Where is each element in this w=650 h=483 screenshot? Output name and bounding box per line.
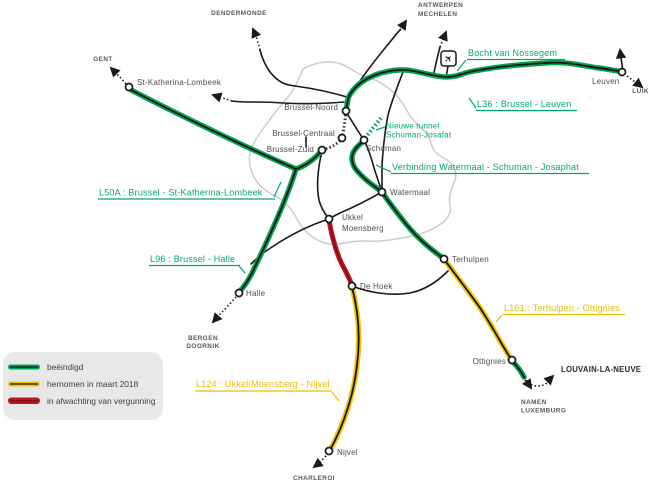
rail-to-dendermonde-dotted-arrow (251, 27, 262, 51)
station-leuven-label: Leuven (592, 77, 619, 86)
rail-to-dendermonde (259, 49, 348, 98)
destination-mechelen-label: MECHELEN (418, 11, 457, 18)
rail-to-mechelen-dotted-arrow (438, 30, 448, 48)
legend: beëindigd hernomen in maart 2018 in afwa… (3, 352, 163, 420)
station-watermaal-label: Watermaal (390, 188, 430, 197)
destination-bergen-label: BERGEN (188, 335, 218, 342)
line-label-l96: L96 : Brussel - Halle (150, 254, 235, 264)
destination-antwerpen-label: ANTWERPEN (418, 2, 463, 9)
legend-label-pending: in afwachting van vergunning (47, 396, 156, 406)
destination-luik-label: LUIK (632, 88, 649, 95)
station-schuman-marker (359, 135, 369, 145)
station-de-hoek-marker (347, 281, 357, 291)
line-label-l36: L36 : Brussel - Leuven (477, 99, 571, 109)
line-labels: Bocht van Nossegem L36 : Brussel - Leuve… (98, 48, 625, 402)
arrow-louvain-la-neuve (524, 374, 555, 387)
green-routes-finished (128, 59, 625, 380)
station-halle-marker (234, 288, 244, 298)
rail-dehoek-east (351, 270, 449, 295)
station-brussel-centraal-marker (337, 133, 347, 143)
rail-west-branch-dotted-arrow (211, 92, 233, 103)
station-brussel-centraal-label: Brussel-Centraal (272, 129, 335, 138)
station-ottignies-label: Ottignies (473, 357, 506, 366)
station-brussel-zuid-marker (317, 145, 327, 155)
station-schuman-label: Schuman (366, 144, 401, 153)
destination-labels: GENT DENDERMONDE ANTWERPEN MECHELEN LUIK… (93, 2, 649, 482)
rail-josaphat-watermaal (381, 71, 404, 192)
station-nijvel-marker (324, 446, 334, 456)
airport-icon: ✈ (440, 50, 457, 67)
rail-west-branch (231, 100, 345, 105)
rail-ukkel-west (250, 218, 330, 265)
tunnel-schuman-josafat (363, 116, 383, 140)
destination-charleroi-label: CHARLEROI (293, 475, 335, 482)
destination-gent-label: GENT (93, 56, 113, 63)
destination-louvain-la-neuve-label: LOUVAIN-LA-NEUVE (561, 365, 641, 374)
line-label-bocht-van-nossegem: Bocht van Nossegem (468, 48, 557, 58)
station-terhulpen-marker (439, 254, 449, 264)
arrow-namen-luxemburg (521, 376, 533, 390)
arrow-charleroi (312, 455, 327, 469)
line-label-verbinding: Verbinding Watermaal - Schuman - Josapha… (392, 162, 579, 172)
destination-dendermonde-label: DENDERMONDE (211, 10, 267, 17)
route-ukkel-dehoek-core (328, 219, 353, 286)
station-watermaal-marker (377, 187, 387, 197)
line-label-l124: L124 : Ukkel/Moensberg - Nijvel (196, 379, 330, 389)
destination-luxemburg-label: LUXEMBURG (521, 408, 566, 415)
legend-item-finished: beëindigd (8, 362, 84, 372)
route-l124 (327, 284, 362, 453)
station-ukkel-label-line2: Moensberg (342, 224, 384, 233)
station-halle-label: Halle (246, 289, 266, 298)
arrow-gent (109, 66, 127, 85)
station-nijvel-label: Nijvel (337, 448, 358, 457)
rail-to-antwerpen-dotted-arrow (396, 19, 408, 31)
station-leuven-marker (617, 67, 627, 77)
rail-to-mechelen (432, 46, 441, 78)
line-label-tunnel-line1: Nieuwe tunnel (386, 122, 439, 131)
rail-zuid-ukkel (316, 150, 330, 220)
station-st-katherina-lombeek-label: St-Katherina-Lombeek (137, 78, 222, 87)
station-brussel-zuid-label: Brussel-Zuid (267, 145, 314, 154)
line-label-tunnel-line2: Schuman-Josafat (386, 131, 452, 140)
legend-label-finished: beëindigd (47, 362, 84, 372)
line-label-l161: L161 : Terhulpen - Ottignies (504, 303, 620, 313)
rail-noord-schuman-watermaal (345, 111, 383, 192)
destination-arrows (109, 66, 644, 469)
line-label-l50a: L50A : Brussel - St-Katherina-Lombeek (99, 188, 263, 198)
legend-item-pending: in afwachting van vergunning (8, 396, 156, 406)
station-de-hoek-label: De Hoek (360, 282, 393, 291)
legend-label-resumed: hernomen in maart 2018 (47, 379, 139, 389)
destination-doornik-label: DOORNIK (186, 343, 219, 350)
route-cores (130, 61, 623, 451)
station-ottignies-marker (507, 355, 517, 365)
station-markers (124, 67, 627, 456)
station-ukkel-label-line1: Ukkel (342, 213, 363, 222)
station-labels: St-Katherina-Lombeek Brussel-Noord Bruss… (137, 77, 619, 457)
destination-namen-label: NAMEN (521, 399, 547, 406)
station-terhulpen-label: Terhulpen (452, 255, 489, 264)
station-st-katherina-lombeek-marker (124, 82, 134, 92)
arrow-luik (626, 75, 644, 89)
arrow-bergen-doornik (211, 296, 237, 324)
station-brussel-noord-label: Brussel-Noord (284, 103, 338, 112)
station-ukkel-moensberg-marker (324, 214, 334, 224)
legend-item-resumed: hernomen in maart 2018 (8, 379, 139, 389)
legend-box (3, 352, 163, 420)
route-watermaal-terhulpen (379, 189, 446, 261)
station-brussel-noord-marker (341, 106, 351, 116)
